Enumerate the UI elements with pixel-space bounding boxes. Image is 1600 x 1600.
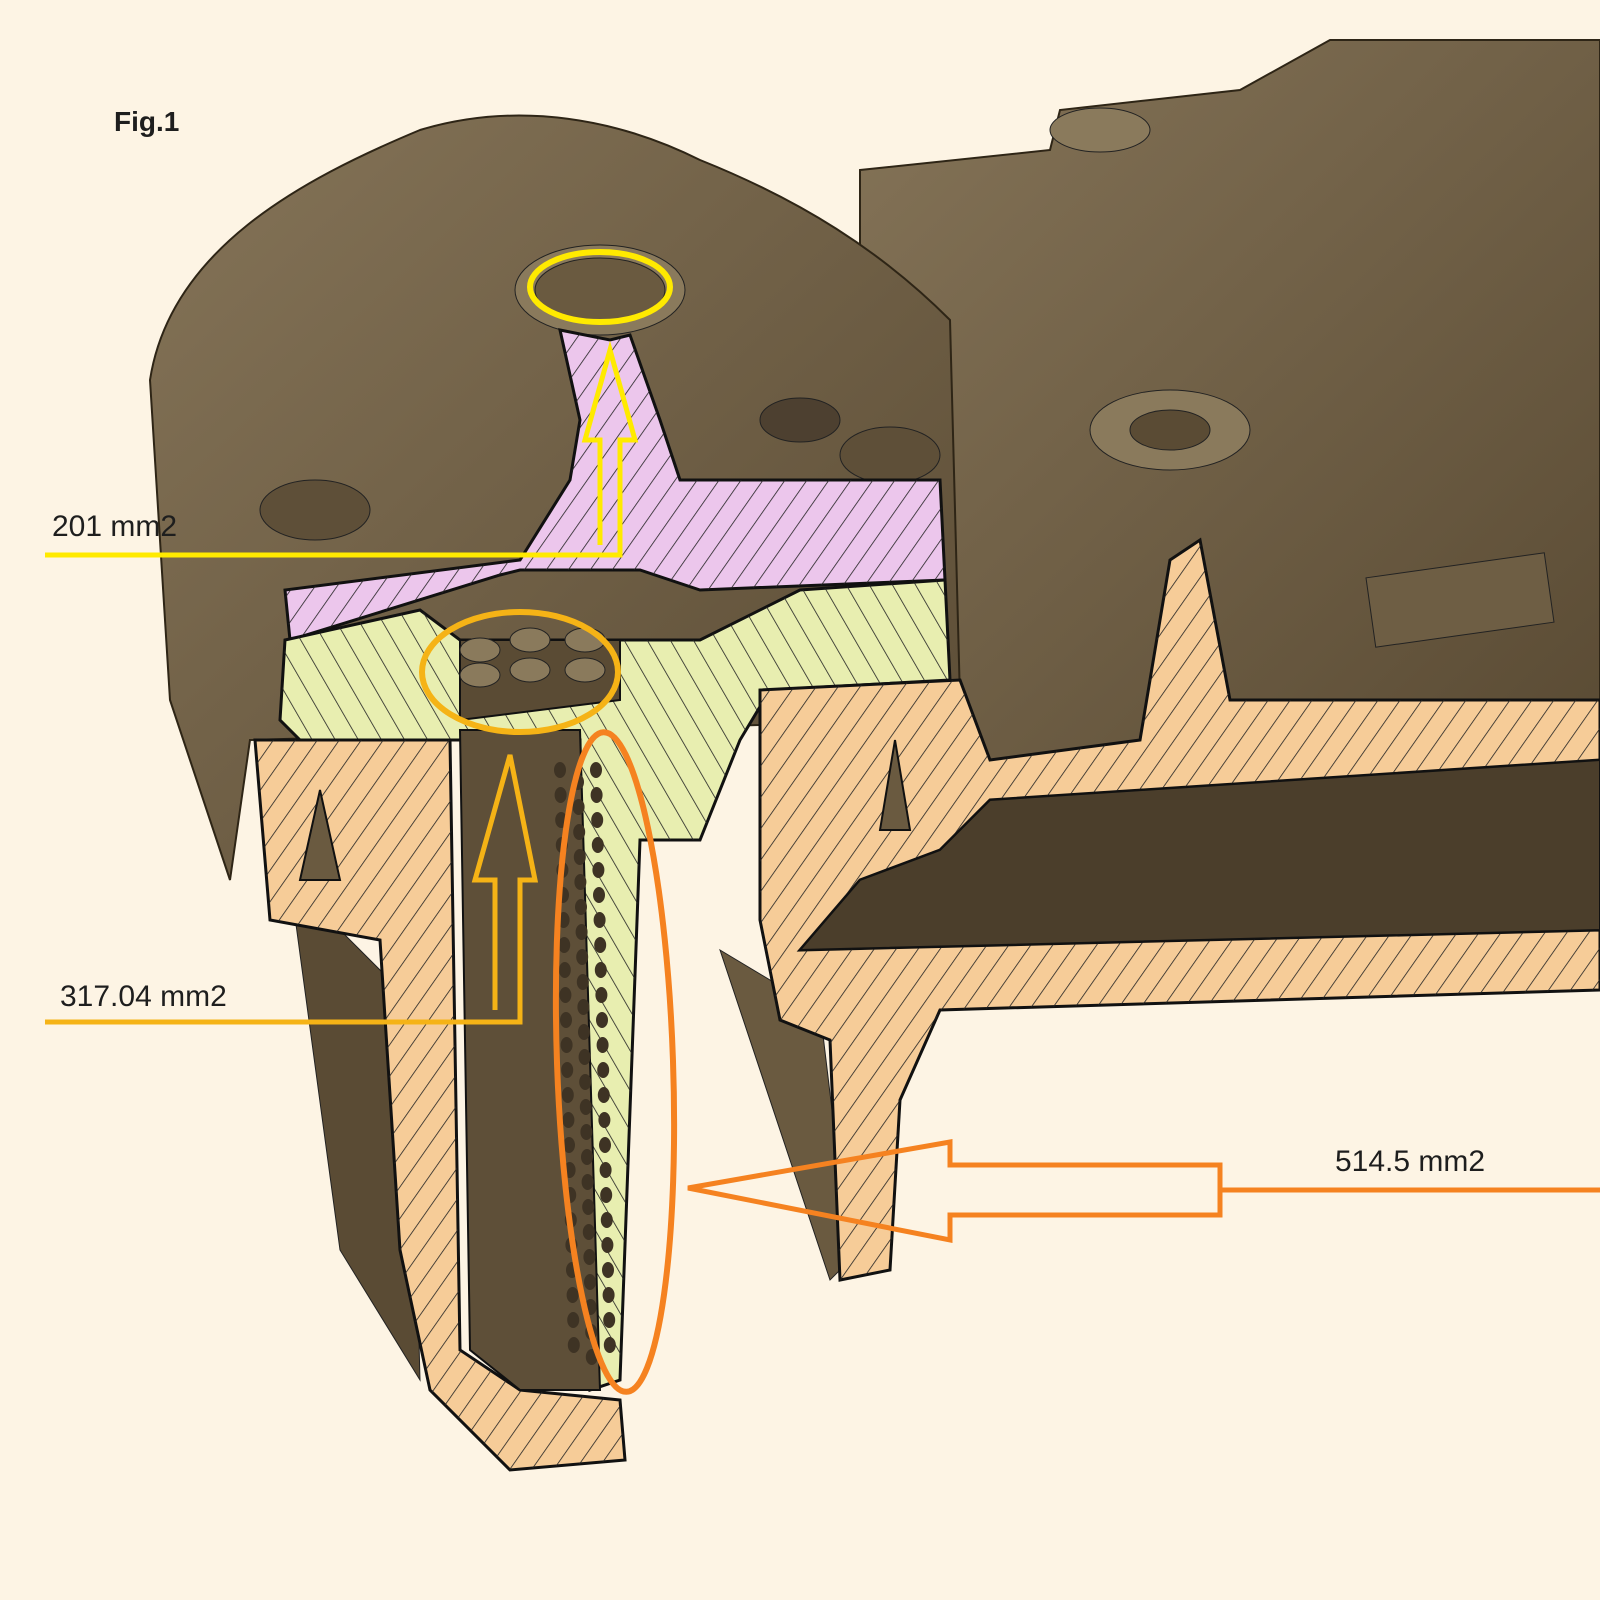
perforation-hole	[594, 937, 607, 953]
perforation-hole	[572, 799, 585, 815]
perforation-hole	[567, 1312, 580, 1328]
perforation-hole	[603, 1337, 616, 1353]
perforation-hole	[563, 1137, 575, 1153]
perforation-hole	[602, 1262, 614, 1278]
perforation-hole	[580, 1124, 593, 1140]
perforation-hole	[561, 1062, 574, 1078]
perforation-hole	[573, 849, 586, 865]
perforation-hole	[581, 1174, 594, 1190]
perforation-hole	[559, 987, 572, 1003]
perforation-hole	[597, 1087, 610, 1103]
perforation-hole	[579, 1099, 592, 1115]
annotation-201	[45, 249, 673, 558]
perforation-hole	[593, 887, 605, 903]
perforation-hole	[600, 1212, 613, 1228]
perforation-hole	[592, 862, 605, 878]
perforation-hole	[583, 1249, 596, 1265]
perforation-hole	[599, 1137, 611, 1153]
perforation-hole	[554, 787, 567, 803]
figure-label: Fig.1	[114, 106, 180, 137]
perforation-hole	[578, 1024, 590, 1040]
perforation-hole	[593, 912, 606, 928]
perforation-hole	[582, 1224, 595, 1240]
perforation-hole	[582, 1199, 595, 1215]
perforation-hole	[575, 899, 587, 915]
perforation-hole	[603, 1312, 616, 1328]
perforation-hole	[601, 1237, 614, 1253]
perforation-hole	[574, 874, 587, 890]
perforation-hole	[584, 1274, 596, 1290]
perforation-hole	[558, 962, 571, 978]
perforation-hole	[576, 949, 589, 965]
perforation-hole	[560, 1012, 572, 1028]
perforation-hole	[566, 1287, 579, 1303]
area-label-holes: 317.04 mm2	[60, 980, 227, 1013]
perforation-hole	[590, 762, 602, 778]
perforation-hole	[554, 762, 566, 778]
perforation-hole	[591, 812, 604, 828]
perforation-hole	[598, 1112, 611, 1128]
perforation-hole	[591, 837, 604, 853]
perforation-hole	[561, 1087, 574, 1103]
perforation-hole	[573, 824, 586, 840]
perforation-hole	[600, 1187, 613, 1203]
annotation-514	[552, 729, 1600, 1395]
perforation-hole	[560, 1037, 573, 1053]
perforation-hole	[575, 924, 588, 940]
perforation-hole	[562, 1112, 575, 1128]
perforation-hole	[602, 1287, 615, 1303]
area-label-perforations: 514.5 mm2	[1335, 1145, 1486, 1178]
area-label-outlet: 201 mm2	[52, 510, 178, 543]
perforation-hole	[581, 1149, 593, 1165]
perforation-hole	[577, 999, 590, 1015]
perforation-hole	[579, 1074, 592, 1090]
perforation-hole	[597, 1062, 610, 1078]
perforation-hole	[558, 937, 571, 953]
perforation-hole	[596, 1012, 608, 1028]
perforation-hole	[567, 1337, 580, 1353]
perforation-hole	[594, 962, 607, 978]
perforation-hole	[596, 1037, 609, 1053]
perforation-hole	[590, 787, 603, 803]
annotation-317	[45, 609, 621, 1025]
perforation-hole	[599, 1162, 612, 1178]
perforation-hole	[578, 1049, 591, 1065]
perforation-hole	[576, 974, 589, 990]
perforation-hole	[595, 987, 608, 1003]
